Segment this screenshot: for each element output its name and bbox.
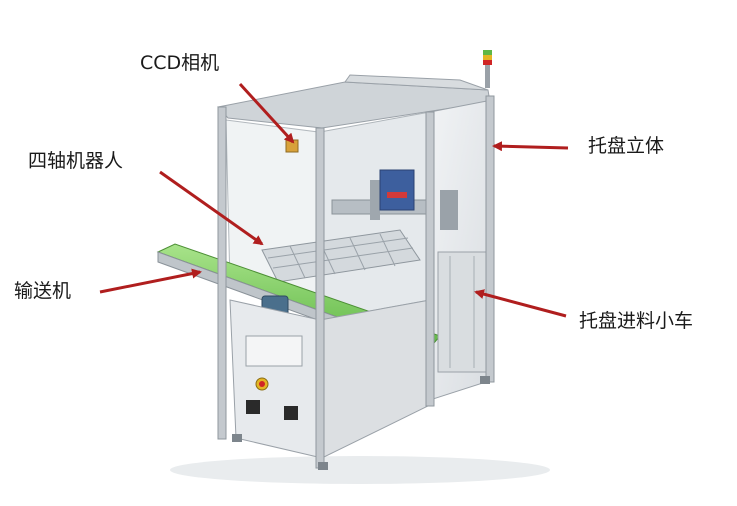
tray-feed-cart [437, 251, 487, 373]
socket-left [246, 400, 260, 414]
signal-light-red [483, 60, 492, 65]
signal-light-yellow [483, 55, 492, 60]
stacker-cylinder [440, 190, 458, 230]
label-tray-feed-cart: 托盘进料小车 [579, 310, 694, 332]
signal-light-green [483, 50, 492, 55]
foot-3 [480, 376, 490, 384]
foot-2 [318, 462, 328, 470]
post-rear-right [485, 95, 495, 383]
label-conveyor: 输送机 [14, 280, 72, 302]
post-front-left [217, 106, 227, 440]
camera-badge [387, 192, 407, 198]
control-panel [245, 335, 303, 367]
lower-cabinet-front [229, 299, 323, 459]
foot-1 [232, 434, 242, 442]
tray-grid [261, 229, 421, 283]
post-front-center [315, 127, 325, 469]
post-front-right [425, 111, 435, 407]
floor-shadow [170, 456, 550, 484]
socket-right [284, 406, 298, 420]
arrow-four-axis-robot [159, 170, 264, 246]
label-four-axis-robot: 四轴机器人 [28, 150, 124, 172]
label-ccd-camera: CCD相机 [140, 52, 220, 74]
arrow-tray-feed-cart [474, 289, 567, 318]
frame-top-rear [344, 74, 489, 91]
tray-grid-lines [267, 233, 414, 279]
camera-unit [379, 169, 415, 211]
arrow-tray-stacker [492, 141, 569, 152]
arrow-conveyor [99, 268, 202, 294]
emergency-stop-button [259, 381, 265, 387]
robot-column [370, 180, 380, 220]
lower-cabinet-side [319, 299, 431, 459]
label-tray-stacker: 托盘立体 [588, 135, 665, 157]
signal-tower-icon [485, 52, 490, 88]
arrow-ccd-camera [238, 82, 295, 144]
